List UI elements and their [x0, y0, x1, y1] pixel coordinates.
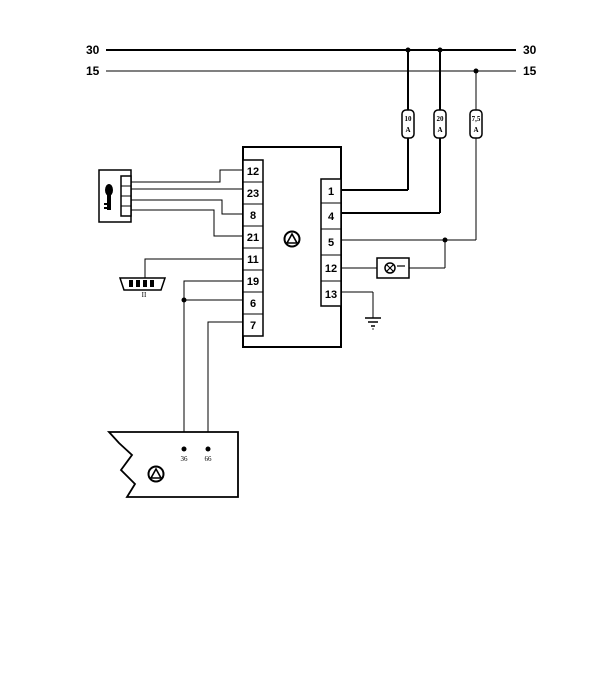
diagnostic-connector: II [118, 258, 243, 299]
key-icon [104, 184, 113, 210]
ecu-terminal-66 [205, 446, 211, 452]
ignition-key-reader [98, 169, 132, 223]
ecu-pin-66-label: 66 [205, 455, 213, 463]
bus-30: 30 30 [86, 43, 537, 57]
bus-30-label-right: 30 [523, 43, 537, 57]
ecu-wires [181, 280, 243, 448]
pin-right-5: 5 [328, 237, 334, 249]
ecu-terminal-36 [181, 446, 187, 452]
pin-left-23: 23 [247, 188, 259, 200]
control-module: 12 23 8 21 11 19 6 7 1 4 5 12 13 [242, 146, 342, 348]
pin-left-11: 11 [247, 254, 259, 266]
pin-left-6: 6 [250, 298, 256, 310]
fuse-10a-unit: A [405, 126, 410, 134]
junction-dot [181, 297, 187, 303]
connector-label: II [142, 291, 147, 299]
bus-15: 15 15 [86, 64, 537, 78]
ground-connection [341, 291, 381, 330]
key-reader-wires [131, 169, 243, 237]
pin-right-1: 1 [328, 186, 334, 198]
pin-left-7: 7 [250, 320, 256, 332]
fuse-7-5a-unit: A [473, 126, 478, 134]
bus-15-label-left: 15 [86, 64, 100, 78]
pin-right-4: 4 [328, 211, 335, 223]
ecu-icon [147, 465, 165, 483]
pin-right-12: 12 [325, 263, 337, 275]
fuse-7-5a-circuit: 7,5 A [341, 71, 483, 241]
right-pin-block [320, 178, 342, 307]
fuse-20a-value: 20 [437, 115, 445, 123]
pin-right-13: 13 [325, 289, 337, 301]
fuse-10a-circuit: 10 A [341, 50, 415, 191]
engine-ecu-body [106, 431, 239, 498]
pin-left-12: 12 [247, 166, 259, 178]
fuse-20a-circuit: 20 A [341, 50, 447, 214]
fuse-10a-value: 10 [405, 115, 413, 123]
control-module-icon [283, 230, 301, 248]
pin-left-19: 19 [247, 276, 259, 288]
engine-ecu: 36 66 [106, 431, 239, 498]
ecu-pin-36-label: 36 [181, 455, 189, 463]
warning-lamp [341, 240, 446, 279]
connector-icon [118, 277, 167, 291]
pin-left-8: 8 [250, 210, 256, 222]
pin-left-21: 21 [247, 232, 259, 244]
bus-30-label-left: 30 [86, 43, 100, 57]
fuse-20a-unit: A [437, 126, 442, 134]
fuse-7-5a-value: 7,5 [472, 115, 481, 123]
bus-15-label-right: 15 [523, 64, 537, 78]
